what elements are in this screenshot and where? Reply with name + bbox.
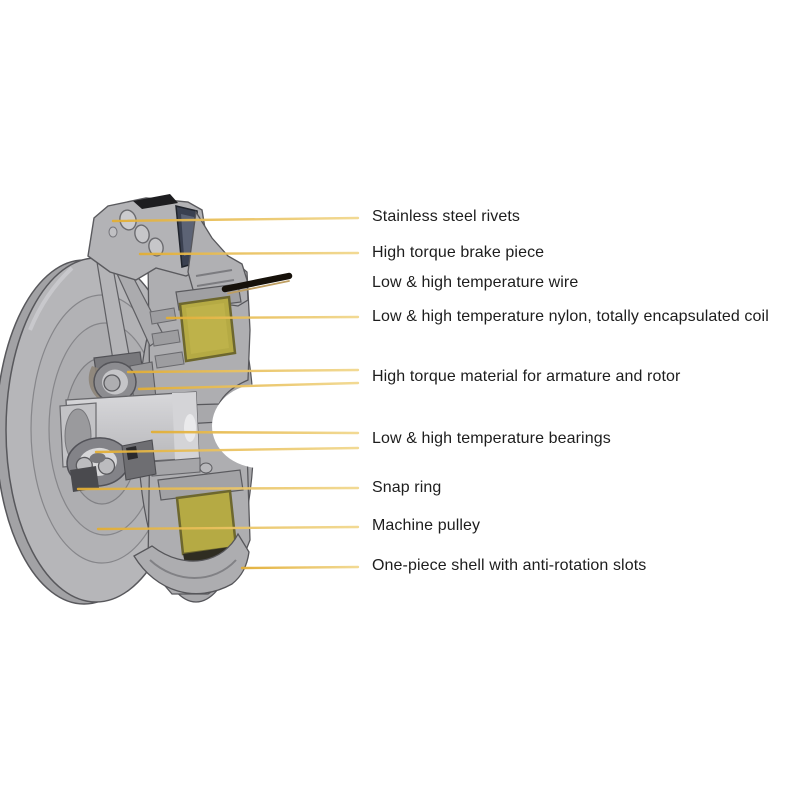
- leader-lines: [76, 216, 360, 570]
- leader-line-bearings-b: [94, 446, 360, 454]
- anti-rotation-notch: [212, 384, 308, 468]
- rivet-2: [134, 224, 150, 244]
- bearing-top-ball: [103, 374, 121, 392]
- hub-highlight: [184, 414, 196, 442]
- part-label-rivets: Stainless steel rivets: [372, 208, 521, 225]
- rivet-4: [108, 226, 118, 238]
- leader-line-rivets: [111, 216, 360, 223]
- shell-boss: [199, 462, 213, 474]
- rotor-finger-2: [151, 329, 181, 347]
- coil-top-group: [175, 283, 242, 363]
- part-label-wire: Low & high temperature wire: [372, 274, 579, 291]
- bearing-bottom-ball-2: [97, 457, 116, 475]
- rotor-dark-block: [121, 439, 157, 481]
- bearing-top-group: [88, 351, 157, 403]
- rotor-finger-3: [154, 351, 185, 369]
- leader-line-pulley: [96, 525, 360, 531]
- coil-top-face: [186, 303, 229, 354]
- leader-line-coil: [165, 315, 360, 320]
- rivet-3: [148, 237, 164, 257]
- part-label-coil: Low & high temperature nylon, totally en…: [372, 308, 769, 325]
- part-label-armature: High torque material for armature and ro…: [372, 368, 681, 385]
- leader-line-shell: [240, 565, 360, 570]
- rotor-fingers: [149, 307, 185, 369]
- wire: [221, 272, 293, 293]
- part-label-bearings: Low & high temperature bearings: [372, 430, 611, 447]
- bracket-top-strip: [133, 194, 178, 209]
- snap-ring: [70, 466, 99, 492]
- wire-group: [221, 272, 293, 295]
- part-label-pulley: Machine pulley: [372, 517, 481, 534]
- shell-bottom-line: [149, 559, 237, 579]
- part-label-shell: One-piece shell with anti-rotation slots: [372, 557, 647, 574]
- pulley-highlight: [28, 266, 74, 331]
- bearing-bottom-core: [89, 452, 106, 464]
- part-label-brake-piece: High torque brake piece: [372, 244, 545, 261]
- leader-line-armature-b: [137, 381, 360, 391]
- leader-line-snap-ring: [76, 486, 360, 491]
- coil-bottom: [175, 489, 238, 556]
- wire-underline: [227, 280, 290, 295]
- leader-line-armature-a: [126, 368, 360, 374]
- lower-mid-parts: [70, 439, 157, 492]
- rotor-finger-1: [149, 307, 177, 325]
- part-label-snap-ring: Snap ring: [372, 479, 442, 496]
- key-dark-bit: [126, 446, 138, 460]
- leader-line-brake-piece: [138, 251, 360, 256]
- leader-line-bearings-a: [150, 430, 360, 435]
